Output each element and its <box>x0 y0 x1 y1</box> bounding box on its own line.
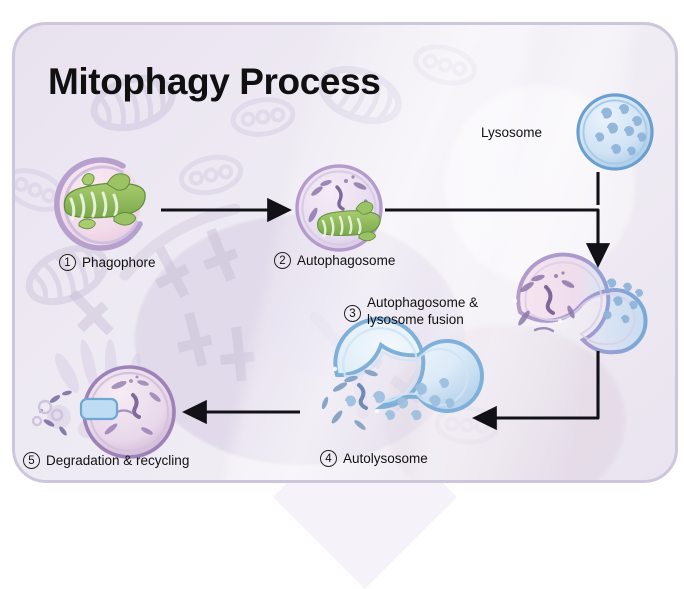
label-lysosome: Lysosome <box>481 125 543 140</box>
step-number-2: 2 <box>274 252 291 269</box>
stage-phagophore <box>54 157 146 251</box>
page-title: Mitophagy Process <box>48 61 381 102</box>
stage-autolysosome <box>307 317 484 441</box>
arrow-autophagosome-to-fusion <box>385 208 611 268</box>
stage-degradation <box>31 365 176 459</box>
step-label-3: Autophagosome & lysosome fusion <box>367 294 497 328</box>
step-number-1: 1 <box>59 254 76 271</box>
stage-autophagosome <box>295 164 383 254</box>
step-number-4: 4 <box>320 450 337 467</box>
step-label-4: Autolysosome <box>343 451 428 466</box>
step-label-1: Phagophore <box>82 255 156 270</box>
step-number-5: 5 <box>23 452 40 469</box>
step-label-5: Degradation & recycling <box>46 453 190 468</box>
step-label-2: Autophagosome <box>297 253 396 268</box>
membrane-transporter <box>79 397 119 421</box>
diagram-panel: Mitophagy Process Lysosome 1 Phagophore … <box>12 22 678 483</box>
diagram-canvas: Mitophagy Process Lysosome 1 Phagophore … <box>12 22 678 589</box>
stage-fusion <box>497 252 648 356</box>
step-label-3-line2: lysosome fusion <box>367 312 464 327</box>
step-label-3-line1: Autophagosome & <box>367 295 479 310</box>
arrow-fusion-to-autolysosome <box>472 351 600 431</box>
stage-lysosome <box>576 93 654 173</box>
step-number-3: 3 <box>344 305 361 322</box>
mitophagy-illustration <box>31 93 654 459</box>
